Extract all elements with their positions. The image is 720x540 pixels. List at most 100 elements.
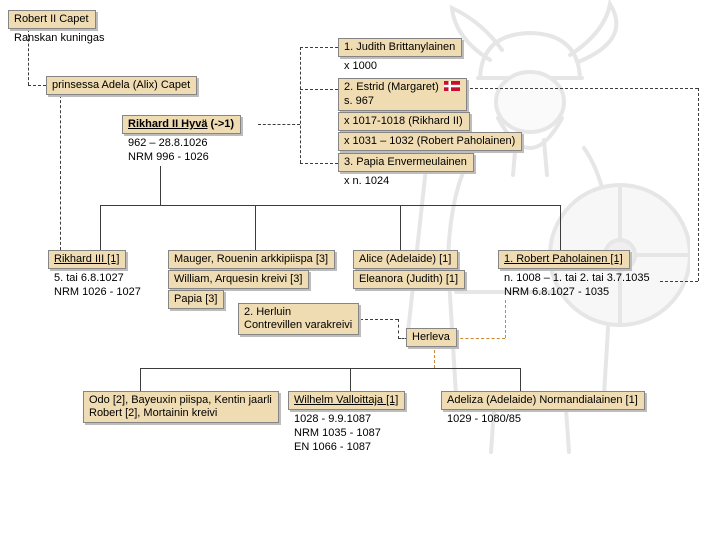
marriage-link-robert-paholainen[interactable]: x 1031 – 1032 (Robert Paholainen) [338,132,523,151]
person-name: Robert [2], Mortainin kreivi [89,407,218,419]
detail-line: NRM 1035 - 1087 [294,427,381,439]
person-name: prinsessa Adela (Alix) Capet [52,79,191,91]
node-odo-robert: Odo [2], Bayeuxin piispa, Kentin jaarli … [83,391,279,423]
detail-line: 5. tai 6.8.1027 [54,272,124,284]
person-box-adeliza: Adeliza (Adelaide) Normandialainen [1] [441,391,645,410]
person-box-rikhard-ii[interactable]: Rikhard II Hyvä (->1) [122,115,242,134]
node-wilhelm-valloittaja: Wilhelm Valloittaja [1] 1028 - 9.9.1087 … [288,391,406,454]
node-herluin: 2. Herluin Contrevillen varakreivi [238,303,360,335]
descent-stub-alice [400,205,401,250]
person-name-link[interactable]: Rikhard II Hyvä [128,118,208,130]
person-box-rikhard-iii[interactable]: Rikhard III [1] [48,250,127,269]
person-box-mauger: Mauger, Rouenin arkkipiispa [3] [168,250,336,269]
node-mauger-group: Mauger, Rouenin arkkipiispa [3] William,… [168,250,336,310]
denmark-flag-icon[interactable] [443,81,460,95]
detail-line: EN 1066 - 1087 [294,441,372,453]
person-name: 2. Estrid (Margaret) [344,81,439,93]
node-robert-ii-capet: Robert II Capet Ranskan kuningas [8,10,105,45]
node-rikhard-ii: Rikhard II Hyvä (->1) 962 – 28.8.1026 NR… [122,115,242,164]
stub-judith [300,47,338,48]
person-name-link[interactable]: Rikhard III [1] [54,253,120,265]
person-box-herleva: Herleva [406,328,457,347]
person-details: 962 – 28.8.1026 NRM 996 - 1026 [122,134,241,164]
node-rikhard-iii: Rikhard III [1] 5. tai 6.8.1027 NRM 1026… [48,250,141,299]
person-name: Adeliza (Adelaide) Normandialainen [1] [447,394,638,406]
person-box-herluin: 2. Herluin Contrevillen varakreivi [238,303,360,335]
detail-line: 1028 - 9.9.1087 [294,413,372,425]
viking-warrior-watermark [406,0,690,454]
connector-robert2-adela-h [28,85,46,86]
detail-line: s. 967 [344,95,374,107]
connector-estrid-right-v [698,88,699,281]
descent-children-rail [100,205,560,206]
connector-herluin-v [398,319,399,339]
node-alice-group: Alice (Adelaide) [1] Eleanora (Judith) [… [353,250,466,290]
detail-line: NRM 996 - 1026 [128,151,209,163]
person-name: 1. Judith Brittanylainen [344,41,456,53]
union-herleva-down [434,345,435,368]
connector-adela-rikhard3 [60,95,61,250]
spouse-spine [300,47,301,163]
descent-rikhard2-down [160,166,161,205]
node-herleva: Herleva [406,328,457,347]
descent-stub-wilhelm [350,368,351,391]
person-name: Odo [2], Bayeuxin piispa, Kentin jaarli [89,394,272,406]
detail-line: 962 – 28.8.1026 [128,137,208,149]
detail-line: x 1000 [344,60,378,72]
node-robert-paholainen: 1. Robert Paholainen [1] n. 1008 – 1. ta… [498,250,650,299]
descent-grandchildren-rail [140,368,520,369]
connector-rikhard2-spouses [258,124,300,125]
connector-herluin-h2 [398,338,408,339]
detail-line: NRM 1026 - 1027 [54,286,141,298]
detail-line: Ranskan kuningas [14,32,105,44]
descent-stub-robertpaholainen [560,205,561,250]
union-robert-herleva-h [455,338,505,339]
detail-line: x n. 1024 [344,175,390,187]
marriage-link-rikhard-ii[interactable]: x 1017-1018 (Rikhard II) [338,112,470,131]
person-box-robert-paholainen[interactable]: 1. Robert Paholainen [1] [498,250,630,269]
stub-estrid [300,89,338,90]
person-box-robert-ii-capet: Robert II Capet [8,10,96,29]
node-estrid: 2. Estrid (Margaret) s. 967 x 1017-1018 … [338,78,523,152]
connector-herluin-h1 [360,319,398,320]
person-box-alice: Alice (Adelaide) [1] [353,250,459,269]
person-name-link[interactable]: 1. Robert Paholainen [1] [504,253,623,265]
detail-line: 1029 - 1080/85 [447,413,522,425]
stub-papia [300,163,338,164]
descent-stub-rikhard3 [100,205,101,250]
person-box-eleanora: Eleanora (Judith) [1] [353,270,466,289]
person-details: x 1000 [338,57,462,73]
union-robert-herleva-v [505,300,506,338]
descent-stub-odo [140,368,141,391]
person-details: n. 1008 – 1. tai 2. tai 3.7.1035 NRM 6.8… [498,269,650,299]
person-details: 1029 - 1080/85 [441,410,645,426]
descent-stub-adeliza [520,368,521,391]
person-name-suffix: (->1) [207,118,235,130]
node-adeliza: Adeliza (Adelaide) Normandialainen [1] 1… [441,391,645,426]
person-name: 2. Herluin [244,306,292,318]
node-papia-envermeulainen: 3. Papia Envermeulainen x n. 1024 [338,153,474,188]
descent-stub-mauger [255,205,256,250]
node-adela-capet: prinsessa Adela (Alix) Capet [46,76,198,95]
person-box-judith: 1. Judith Brittanylainen [338,38,463,57]
person-box-william-arques: William, Arquesin kreivi [3] [168,270,310,289]
node-judith: 1. Judith Brittanylainen x 1000 [338,38,463,73]
person-box-estrid: 2. Estrid (Margaret) s. 967 [338,78,467,111]
person-details: x n. 1024 [338,172,474,188]
person-box-papia-child: Papia [3] [168,290,225,309]
detail-line: Contrevillen varakreivi [244,319,353,331]
detail-line: NRM 6.8.1027 - 1035 [504,286,610,298]
connector-estrid-right-h [460,88,698,89]
person-box-papia: 3. Papia Envermeulainen [338,153,474,172]
person-name: Robert II Capet [14,13,89,25]
person-box-wilhelm[interactable]: Wilhelm Valloittaja [1] [288,391,406,410]
connector-robert2-adela-v [28,29,29,85]
person-box-adela-capet: prinsessa Adela (Alix) Capet [46,76,198,95]
person-details: 5. tai 6.8.1027 NRM 1026 - 1027 [48,269,141,299]
person-box-odo-robert: Odo [2], Bayeuxin piispa, Kentin jaarli … [83,391,279,423]
person-name-link[interactable]: Wilhelm Valloittaja [1] [294,394,399,406]
person-name: 3. Papia Envermeulainen [344,156,467,168]
person-name: Herleva [412,331,450,343]
connector-estrid-robertpaholainen [660,281,698,282]
